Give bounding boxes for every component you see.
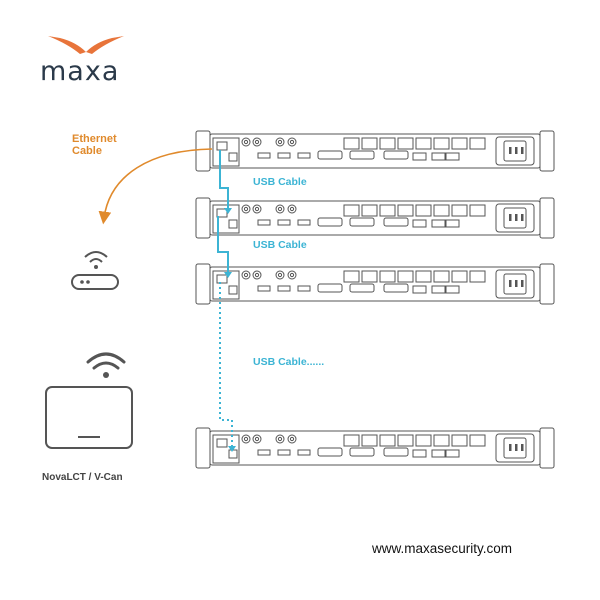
ethernet-label-line1: Ethernet <box>72 133 117 145</box>
computer-label: NovaLCT / V-Can <box>42 472 123 483</box>
ethernet-label-line2: Cable <box>72 145 102 157</box>
laptop-icon <box>45 386 133 449</box>
controller-device <box>195 263 555 305</box>
logo-wings-icon <box>48 36 124 54</box>
website-url: www.maxasecurity.com <box>372 541 513 556</box>
logo-text: maxa <box>40 56 120 87</box>
wifi-icon <box>86 352 126 370</box>
usb-cable-label-1: USB Cable <box>253 176 307 188</box>
usb-cables <box>217 150 233 446</box>
usb-cable-label-2: USB Cable <box>253 239 307 251</box>
controller-device <box>195 130 555 172</box>
controller-device <box>195 427 555 469</box>
usb-cable-label-3: USB Cable...... <box>253 356 325 368</box>
ethernet-cable <box>98 148 213 225</box>
router-icon <box>71 251 119 290</box>
ethernet-cable-label: Ethernet Cable <box>72 133 117 157</box>
controller-device <box>195 197 555 239</box>
